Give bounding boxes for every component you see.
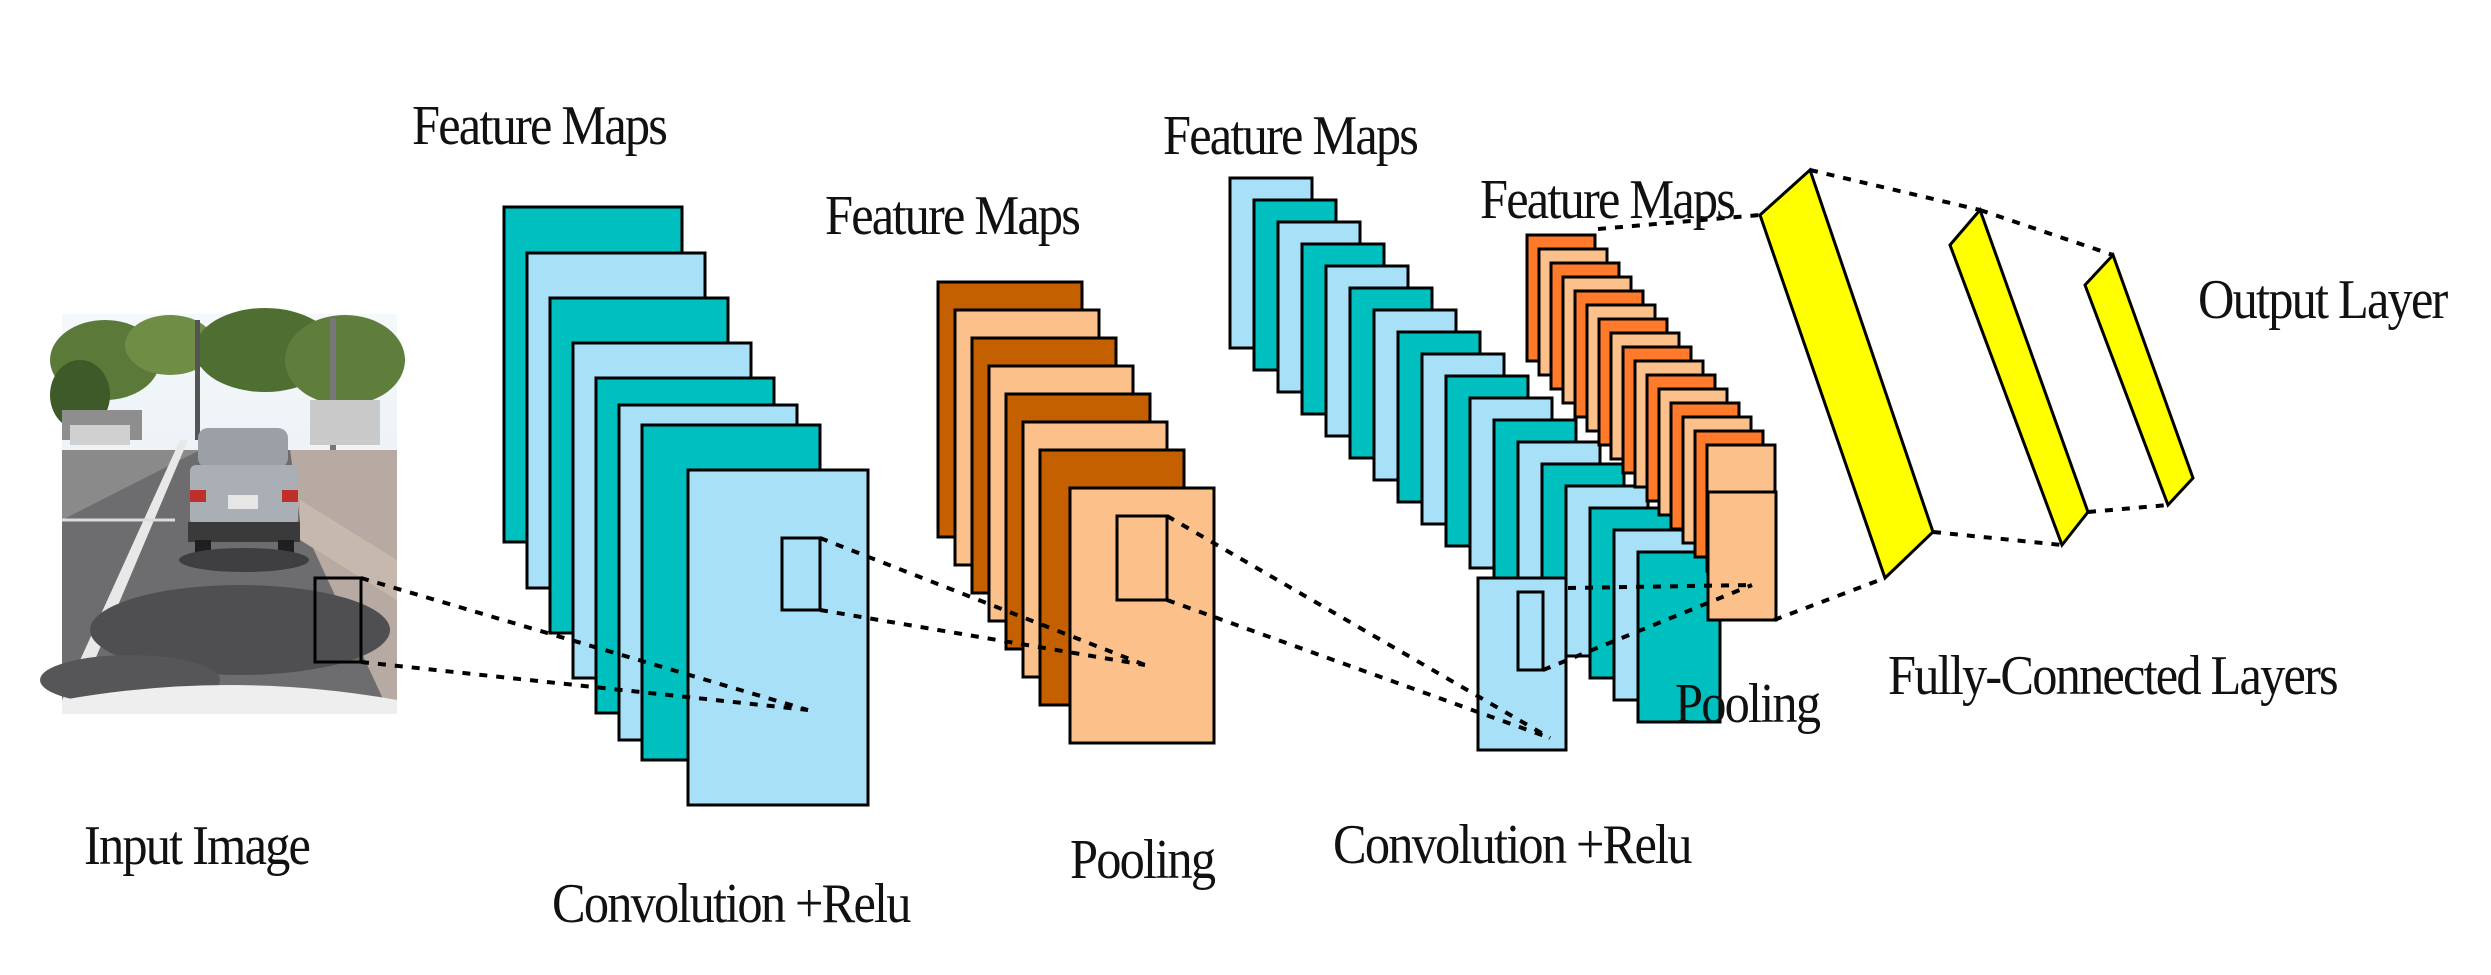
input-image-photo [40,308,405,714]
convolution-relu-label-1: Convolution +Relu [552,873,911,935]
conv2-front-map [1476,576,1568,752]
fc-layer-2 [1948,207,2090,549]
input-receptive-field-box [313,576,363,664]
output-layer-label: Output Layer [2198,269,2448,331]
conv1-receptive-field-box [780,536,822,612]
connection-lines [360,168,2169,740]
conv2-feature-maps [1228,176,1722,752]
fc-layer-output [2083,252,2195,508]
fc-layer-1 [1758,167,1935,581]
input-image-label: Input Image [84,815,311,877]
pool1-feature-maps [936,280,1216,745]
conv1-feature-maps [502,205,870,807]
conv2-receptive-field-box [1516,590,1545,672]
feature-maps-label-1: Feature Maps [412,95,668,157]
pool2-feature-maps [1525,233,1778,622]
conv2-map-18 [1636,550,1722,724]
pool2-front-map [1706,490,1778,622]
feature-maps-label-4: Feature Maps [1480,169,1736,231]
convolution-relu-label-2: Convolution +Relu [1333,814,1692,876]
fully-connected-layers-label: Fully-Connected Layers [1888,645,2339,707]
pooling-label-2: Pooling [1675,673,1821,735]
feature-maps-label-2: Feature Maps [825,185,1081,247]
pooling-label-1: Pooling [1070,829,1216,891]
fully-connected-layers [1758,167,2195,581]
feature-maps-label-3: Feature Maps [1163,105,1419,167]
pool1-receptive-field-box [1115,514,1169,602]
